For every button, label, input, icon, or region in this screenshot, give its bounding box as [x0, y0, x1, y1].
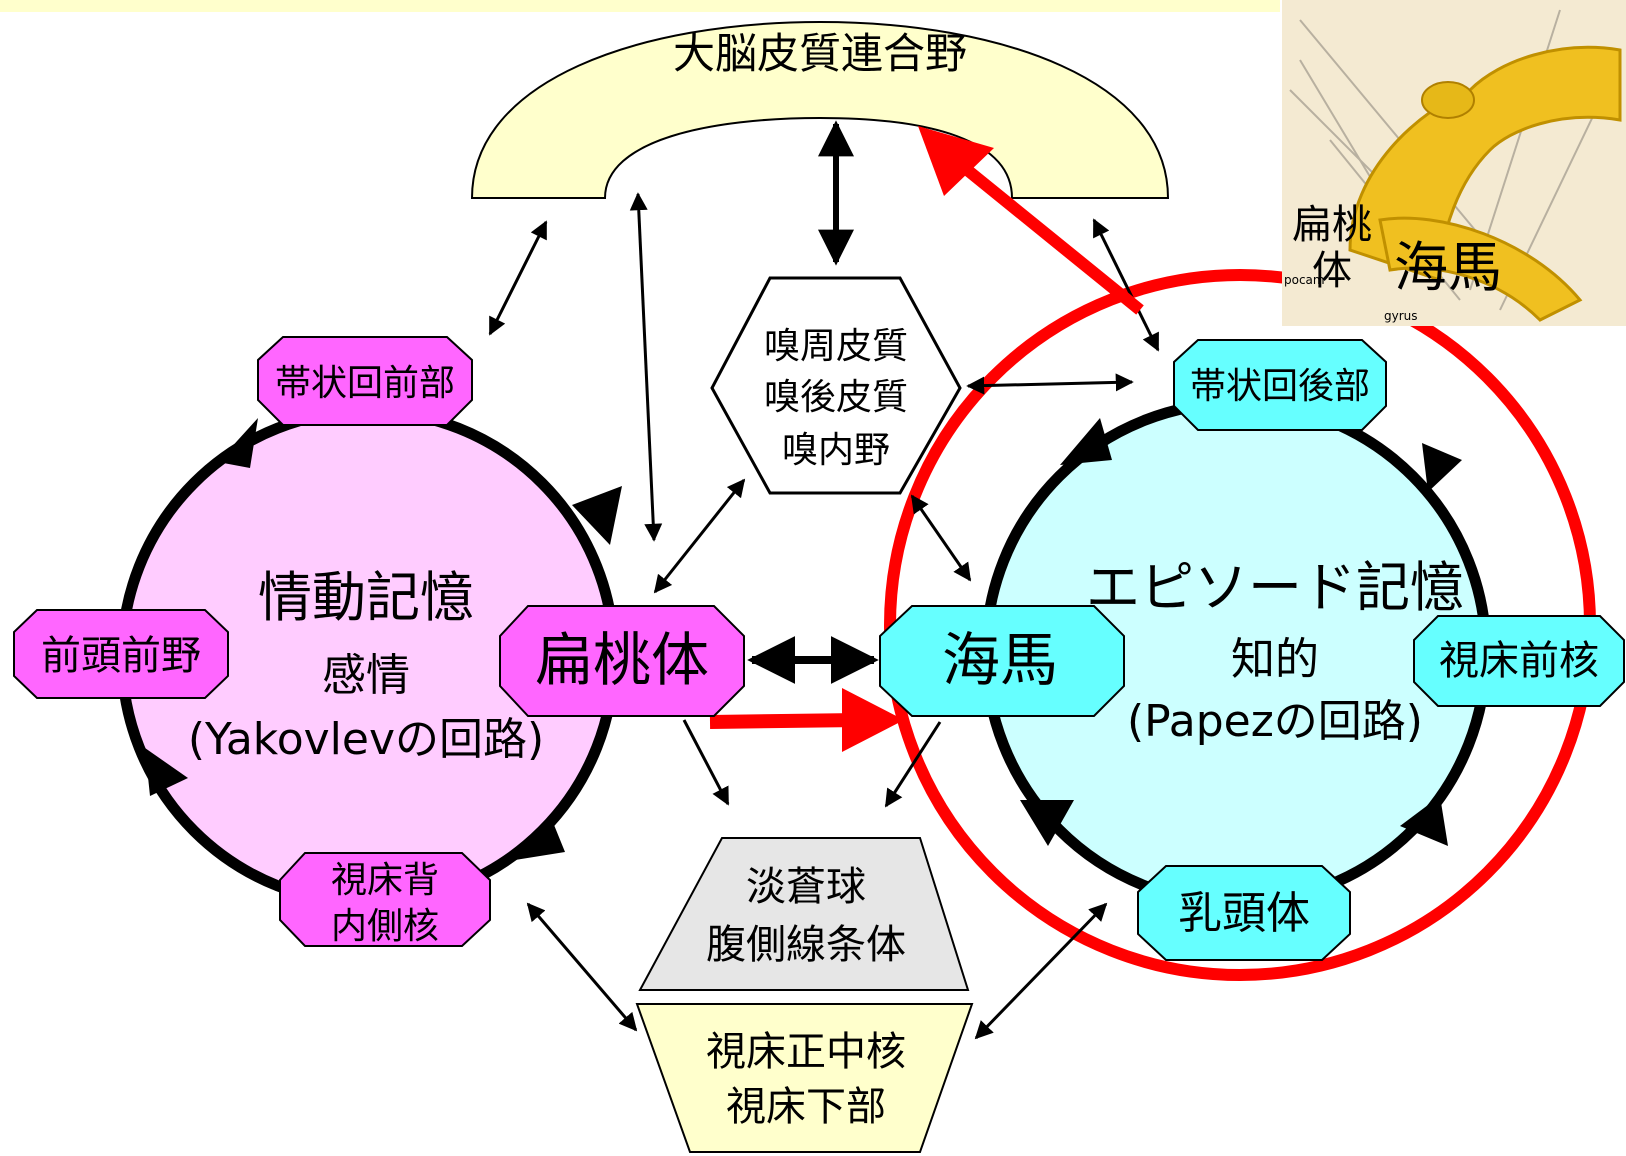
olfactory-cortex-hexagon — [710, 276, 962, 495]
node-hippocampus — [879, 605, 1125, 717]
node-mammillary-label: 乳頭体 — [1178, 888, 1310, 939]
cortex-label: 大脳皮質連合野 — [673, 29, 967, 78]
node-posterior-cingulate-label: 帯状回後部 — [1190, 366, 1370, 407]
node-anterior-cingulate-label: 帯状回前部 — [275, 363, 455, 404]
node-hippocampus-label: 海馬 — [942, 626, 1058, 694]
yakovlev-arrowhead-top-left — [218, 418, 258, 468]
pallidum-trapezoid — [638, 837, 970, 991]
yakovlev-circuit-name: (Yakovlevの回路) — [188, 714, 544, 765]
papez-title: エピソード記憶 — [1086, 556, 1464, 619]
inset-mammillary-shape — [1421, 81, 1475, 119]
arrow-cortex-anterior-cingulate — [488, 220, 548, 336]
papez-circuit-name: (Papezの回路) — [1127, 696, 1423, 747]
node-amygdala-label: 扁桃体 — [535, 626, 709, 694]
olfactory-line-2: 嗅後皮質 — [764, 377, 908, 418]
yakovlev-subtitle: 感情 — [322, 650, 410, 701]
node-posterior-cingulate — [1173, 339, 1387, 431]
red-arrow-amygdala-to-hippocampus-shaft — [709, 713, 861, 729]
node-mediodorsal-line-2: 内側核 — [331, 906, 439, 947]
inset-amygdala-label-2: 体 — [1312, 248, 1352, 294]
olfactory-line-3: 嗅内野 — [782, 430, 890, 471]
node-anterior-thalamus-label: 視床前核 — [1439, 638, 1599, 684]
node-anterior-cingulate — [257, 336, 473, 426]
header-band — [0, 0, 1280, 12]
red-arrow-amygdala-to-hippocampus-head — [842, 688, 904, 752]
papez-arrowhead-bottom-right — [1400, 796, 1448, 846]
arrow-olfactory-posterior-cingulate — [966, 373, 1134, 395]
arrow-mediodorsal-hypothalamus — [526, 902, 638, 1032]
arrow-hippocampus-pallidum — [884, 721, 942, 808]
papez-arrowhead-top-left — [1060, 418, 1112, 465]
arrow-amygdala-pallidum — [682, 719, 730, 806]
yakovlev-arrowhead-bottom-right — [515, 815, 565, 860]
inset-fragment-left: pocam — [1284, 273, 1325, 287]
arrow-cortex-posterior-cingulate — [1092, 218, 1160, 352]
node-mammillary — [1137, 865, 1351, 961]
inset-hippocampus-label: 海馬 — [1394, 236, 1502, 299]
yakovlev-title: 情動記憶 — [258, 566, 474, 629]
connection-arrows — [488, 120, 1160, 1040]
red-arrow-hippocampus-to-cortex-head — [918, 126, 994, 196]
yakovlev-arrowhead-top-right — [572, 486, 622, 545]
node-mediodorsal-thalamus — [279, 852, 491, 947]
inset-anatomy-illustration: 扁桃 体 海馬 pocam gyrus — [1282, 0, 1626, 326]
red-arrow-hippocampus-to-cortex-shaft — [951, 155, 1144, 315]
hypothalamus-line-1: 視床正中核 — [706, 1029, 906, 1075]
yakovlev-arrowhead-bottom-left — [145, 748, 188, 796]
papez-arrowhead-bottom-left — [1020, 800, 1074, 846]
hypothalamus-inverted-trapezoid — [635, 1003, 974, 1153]
inset-fragment-right: gyrus — [1384, 309, 1418, 323]
hypothalamus-line-2: 視床下部 — [726, 1084, 886, 1130]
papez-subtitle: 知的 — [1231, 634, 1319, 685]
node-prefrontal — [13, 609, 229, 699]
red-pathway-arrows — [709, 126, 1144, 752]
pallidum-line-2: 腹側線条体 — [706, 922, 906, 968]
node-amygdala — [499, 605, 745, 717]
arrow-cortex-amygdala — [629, 192, 663, 542]
olfactory-line-1: 嗅周皮質 — [764, 326, 908, 367]
cerebral-association-cortex-shape — [470, 20, 1170, 199]
arrow-olfactory-amygdala — [653, 478, 746, 594]
arrow-mammillary-hypothalamus — [974, 902, 1108, 1040]
inset-amygdala-label-1: 扁桃 — [1292, 202, 1372, 248]
papez-arrowhead-top-right — [1422, 443, 1462, 492]
pallidum-line-1: 淡蒼球 — [746, 864, 866, 910]
inset-hippocampus-shape — [1378, 216, 1583, 322]
node-mediodorsal-line-1: 視床背 — [331, 860, 439, 901]
node-anterior-thalamus — [1413, 615, 1625, 707]
node-prefrontal-label: 前頭前野 — [41, 633, 201, 679]
arrow-olfactory-hippocampus — [910, 494, 972, 582]
